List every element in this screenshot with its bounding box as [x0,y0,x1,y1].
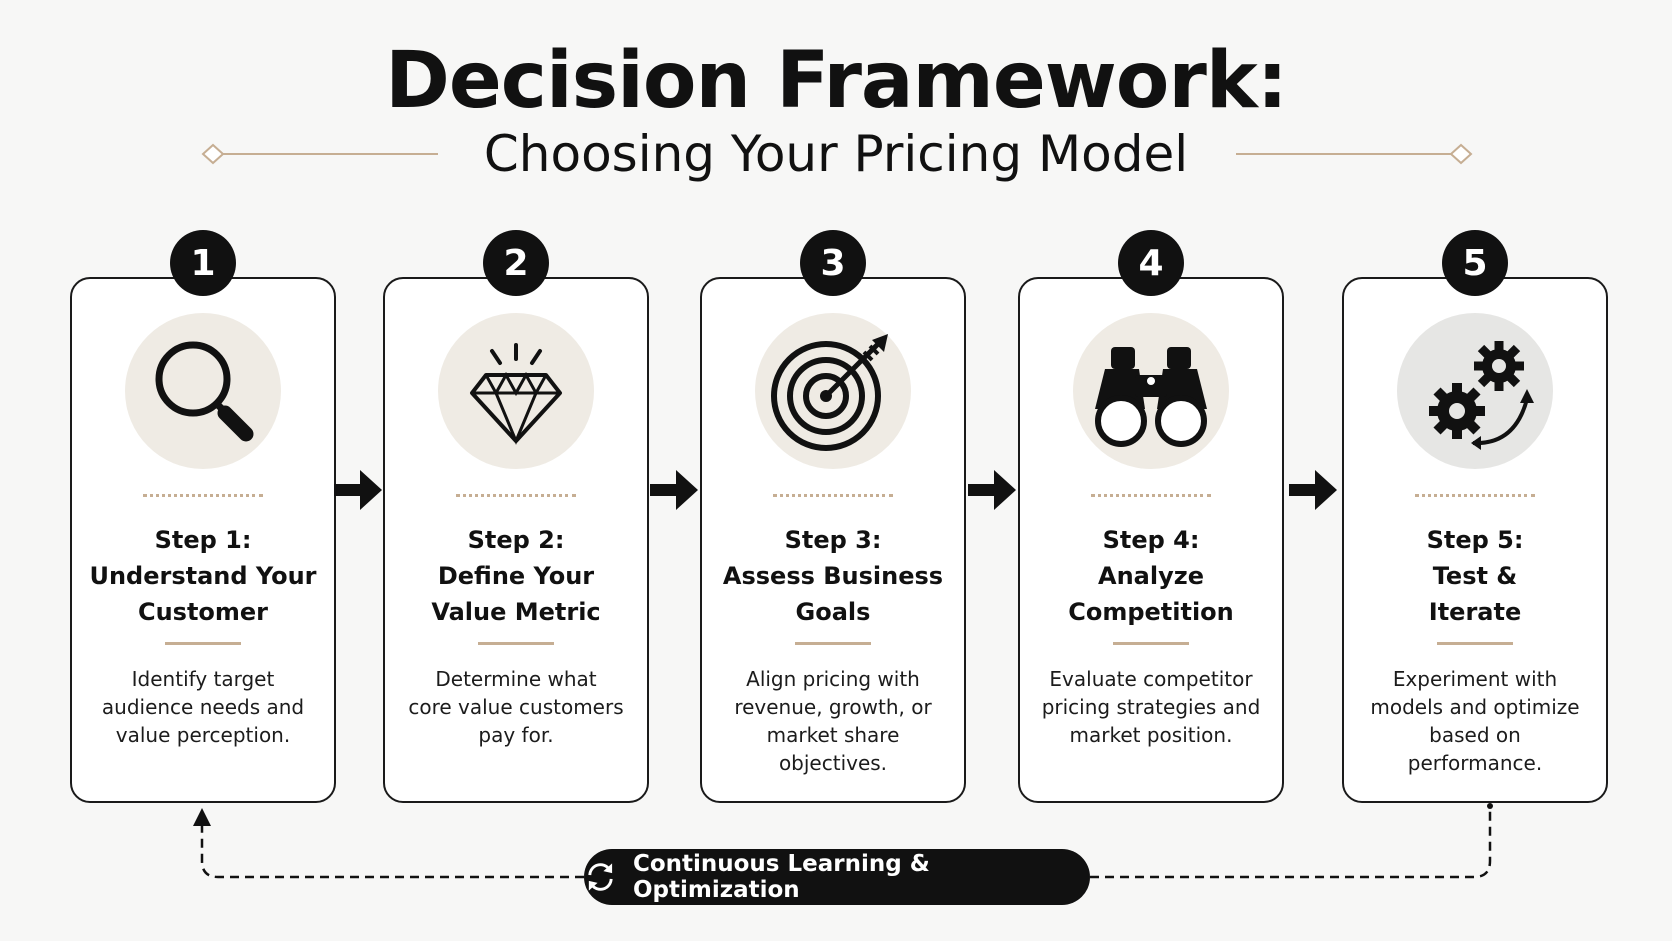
dotted-divider [456,494,576,497]
gears-icon [1429,341,1534,450]
title-underline [1437,642,1513,645]
title-underline [478,642,554,645]
title-underline [1113,642,1189,645]
step-card-5: 5 [1342,230,1608,803]
magnifying-glass-icon [155,341,254,442]
cycle-icon [588,863,613,891]
page-title: Decision Framework: [385,36,1288,126]
title-underline [165,642,241,645]
step-card-2: 2 Step 2: Define Your Value Metric Deter… [383,230,649,803]
step-description: Align pricing with revenue, growth, or m… [734,667,932,775]
loop-label: Continuous Learning & Optimization [632,851,930,903]
dotted-divider [1091,494,1211,497]
binoculars-icon [1095,347,1207,447]
step-card-1: 1 Step 1: Understand Your Customer Ident… [70,230,336,803]
step-description: Identify target audience needs and value… [101,667,305,747]
step-description: Evaluate competitor pricing strategies a… [1041,667,1261,747]
step-number-badge: 4 [1118,230,1184,296]
step-title: Step 2: Define Your Value Metric [431,526,601,626]
icon-circle [125,313,281,469]
flow-arrow-4-5 [1289,470,1337,510]
step-title: Step 4: Analyze Competition [1068,526,1234,626]
step-description: Determine what core value customers pay … [408,667,624,747]
step-card-3: 3 Step 3: Assess Business Goals Align pr… [700,230,966,803]
diamond-icon [470,343,562,445]
subtitle-row: Choosing Your Pricing Model [0,122,1672,192]
step-number-badge: 5 [1442,230,1508,296]
subtitle-ornament [201,143,1473,165]
large-gear [1429,383,1485,439]
dotted-divider [143,494,263,497]
continuous-learning-pill: Continuous Learning & Optimization [584,849,1090,905]
icon-circle [438,313,594,469]
flow-arrow-2-3 [650,470,698,510]
dotted-divider [1415,494,1535,497]
step-title: Step 1: Understand Your Customer [89,526,317,626]
step-number-badge: 2 [483,230,549,296]
icon-circle [755,313,911,469]
target-icon [771,334,888,451]
step-title: Step 3: Assess Business Goals [722,526,944,626]
title-underline [795,642,871,645]
step-card-4: 4 Step 4: Analyze Competition Evaluate c… [1018,230,1284,803]
page-subtitle: Choosing Your Pricing Model [483,125,1189,183]
flow-arrow-1-2 [334,470,382,510]
flow-arrow-3-4 [968,470,1016,510]
icon-circle [1397,313,1553,469]
icon-circle [1073,313,1229,469]
step-description: Experiment with models and optimize base… [1370,667,1580,775]
step-number-badge: 1 [170,230,236,296]
step-title: Step 5: Test & Iterate [1426,526,1524,626]
dotted-divider [773,494,893,497]
small-gear [1474,341,1524,391]
step-number-badge: 3 [800,230,866,296]
